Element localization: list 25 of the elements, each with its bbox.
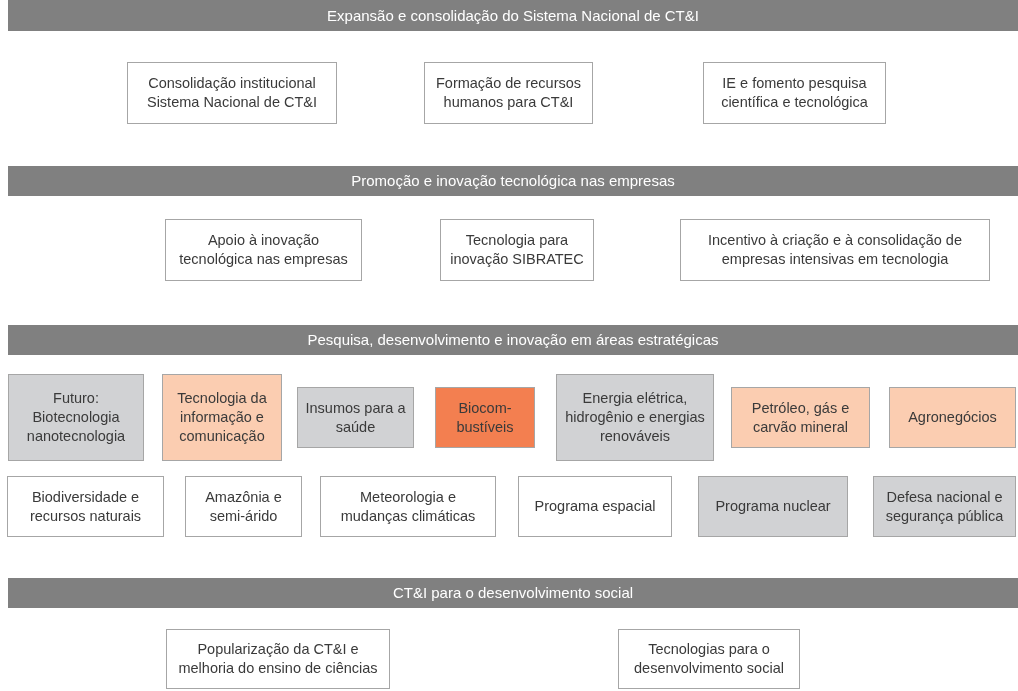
topic-box: Popularização da CT&I e melhoria do ensino de ciências	[166, 629, 390, 689]
topic-box: Programa espacial	[518, 476, 672, 537]
topic-box: Consolidação institucional Sistema Nacional de CT&I	[127, 62, 337, 124]
topic-box: Tecnologias para o desenvolvimento social	[618, 629, 800, 689]
topic-box: Meteorologia e mudanças climáticas	[320, 476, 496, 537]
section-header-bar: Pesquisa, desenvolvimento e inovação em áreas estratégicas	[8, 325, 1018, 355]
topic-box: Futuro: Biotecnologia nanotecnologia	[8, 374, 144, 461]
section-header-bar: CT&I para o desenvolvimento social	[8, 578, 1018, 608]
topic-box: Amazônia e semi-árido	[185, 476, 302, 537]
topic-box: Incentivo à criação e à consolidação de empresas intensivas em tecnologia	[680, 219, 990, 281]
section-header-bar: Expansão e consolidação do Sistema Nacional de CT&I	[8, 0, 1018, 31]
topic-box: Petróleo, gás e carvão mineral	[731, 387, 870, 448]
topic-box: Defesa nacional e segurança pública	[873, 476, 1016, 537]
topic-box: Apoio à inovação tecnológica nas empresas	[165, 219, 362, 281]
topic-box: Biodiversidade e recursos naturais	[7, 476, 164, 537]
topic-box: Biocom- bustíveis	[435, 387, 535, 448]
topic-box: Tecnologia para inovação SIBRATEC	[440, 219, 594, 281]
topic-box: Tecnologia da informação e comunicação	[162, 374, 282, 461]
topic-box: Programa nuclear	[698, 476, 848, 537]
topic-box: IE e fomento pesquisa científica e tecnológica	[703, 62, 886, 124]
topic-box: Energia elétrica, hidrogênio e energias renováveis	[556, 374, 714, 461]
topic-box: Insumos para a saúde	[297, 387, 414, 448]
topic-box: Agronegócios	[889, 387, 1016, 448]
section-header-bar: Promoção e inovação tecnológica nas empresas	[8, 166, 1018, 196]
topic-box: Formação de recursos humanos para CT&I	[424, 62, 593, 124]
